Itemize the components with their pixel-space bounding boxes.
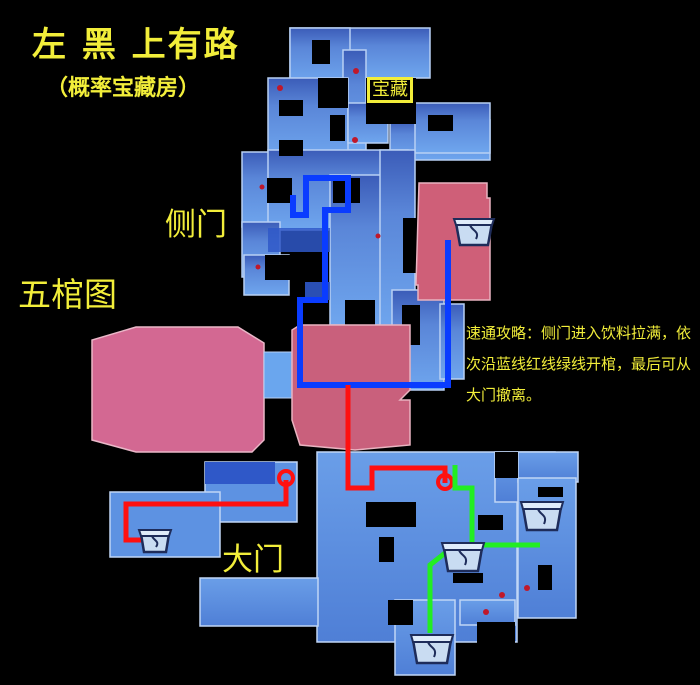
lower-walls (366, 452, 563, 652)
left-wing-dark (205, 462, 275, 484)
treasure-room-tag: 宝藏 (367, 77, 413, 103)
coffin-icon (519, 501, 565, 532)
side-door-label: 侧门 (165, 207, 227, 243)
page-title: 左 黑 上有路 (32, 25, 240, 65)
speedrun-guide-text: 速通攻略：侧门进入饮料拉满，依次沿蓝线红线绿线开棺，最后可从大门撤离。 (466, 324, 692, 404)
main-door-label: 大门 (222, 542, 284, 578)
five-coffin-map-label: 五棺图 (18, 275, 117, 314)
route-red-left-marker (277, 469, 295, 487)
coffin-icon (137, 529, 173, 554)
route-blue (290, 175, 451, 388)
route-red-marker (436, 473, 454, 491)
route-red (345, 385, 448, 491)
item-markers (255, 68, 530, 615)
coffin-room-left (91, 326, 265, 453)
coffin-icon (440, 542, 486, 573)
page-subtitle: （概率宝藏房） (46, 76, 201, 101)
left-connector (263, 351, 295, 399)
coffin-room-upper-right (415, 182, 491, 301)
coffin-icon (409, 634, 455, 665)
route-red-left (123, 480, 289, 543)
upper-walls (265, 40, 453, 345)
coffin-icon (452, 218, 496, 247)
